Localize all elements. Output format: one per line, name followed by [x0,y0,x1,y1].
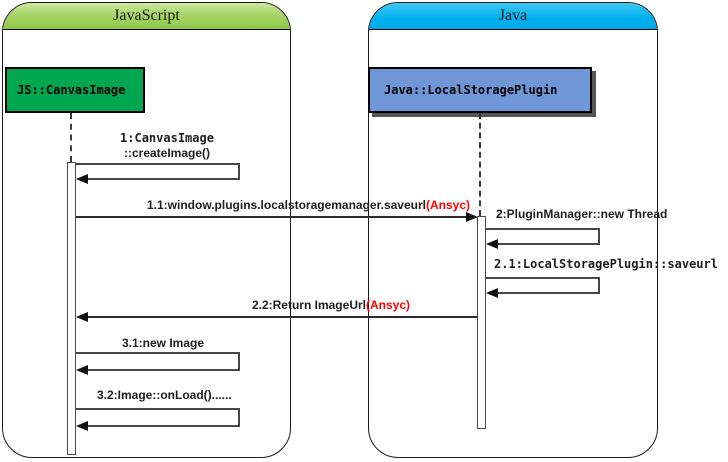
frame-java-header: Java [369,3,657,30]
message-2-2-async-annotation: (Ansyc) [365,298,410,312]
message-1-line1: 1:CanvasImage [120,131,214,145]
message-3-1-loop-side-line [238,352,240,371]
message-2-loop-top-line [486,228,600,230]
message-2-1-loop-return-line [498,292,600,294]
message-1-1-line [76,216,466,218]
frame-javascript-title: JavaScript [113,7,180,24]
message-3-1-loop-return-line [88,369,240,371]
message-1-loop-top-line [76,163,240,165]
frame-java-title: Java [498,7,528,24]
message-2-1-label: 2.1:LocalStoragePlugin::saveurl [494,257,718,271]
object-label-local-storage-plugin: Java::LocalStoragePlugin [384,83,558,97]
message-2-label: 2:PluginManager::new Thread [496,207,668,221]
lifeline-canvas-image [70,113,72,162]
message-1-1-label: 1.1:window.plugins.localstoragemanager.s… [147,198,470,213]
frame-javascript-header: JavaScript [3,3,290,30]
message-2-loop-return-line [498,243,600,245]
object-box-local-storage-plugin: Java::LocalStoragePlugin [368,67,592,113]
message-1-arrowhead-icon [76,174,88,184]
message-1-1-arrowhead-icon [466,212,478,222]
message-2-1-arrowhead-icon [486,288,498,298]
message-2-2-line [88,316,478,318]
message-1-label: 1:CanvasImage ::createImage() [76,131,258,161]
message-1-loop-side-line [238,163,240,180]
message-1-loop-return-line [88,178,240,180]
message-2-1-loop-side-line [598,277,600,294]
message-1-1-text: 1.1:window.plugins.localstoragemanager.s… [147,198,426,212]
message-3-2-label: 3.2:Image::onLoad()...... [97,388,232,402]
frame-java: Java [368,2,658,458]
activation-bar-canvas-image [67,162,76,455]
message-2-1-loop-top-line [486,277,600,279]
object-label-canvas-image: JS::CanvasImage [17,83,126,97]
object-box-canvas-image: JS::CanvasImage [5,67,145,113]
message-3-1-arrowhead-icon [76,365,88,375]
message-3-1-loop-top-line [76,352,240,354]
message-1-1-async-annotation: (Ansyc) [425,198,470,212]
message-2-loop-side-line [598,228,600,245]
message-1-line2: ::createImage() [123,146,211,160]
activation-bar-local-storage-plugin [477,216,486,429]
message-2-2-arrowhead-icon [76,312,88,322]
lifeline-local-storage-plugin [479,113,481,216]
message-3-2-loop-side-line [238,408,240,427]
message-3-2-loop-return-line [88,425,240,427]
message-3-2-loop-top-line [76,408,240,410]
message-2-arrowhead-icon [486,239,498,249]
message-3-1-label: 3.1:new Image [122,336,205,350]
message-2-2-label: 2.2:Return ImageUrl(Ansyc) [252,298,410,313]
message-3-2-arrowhead-icon [76,421,88,431]
message-2-2-text: 2.2:Return ImageUrl [251,298,366,312]
